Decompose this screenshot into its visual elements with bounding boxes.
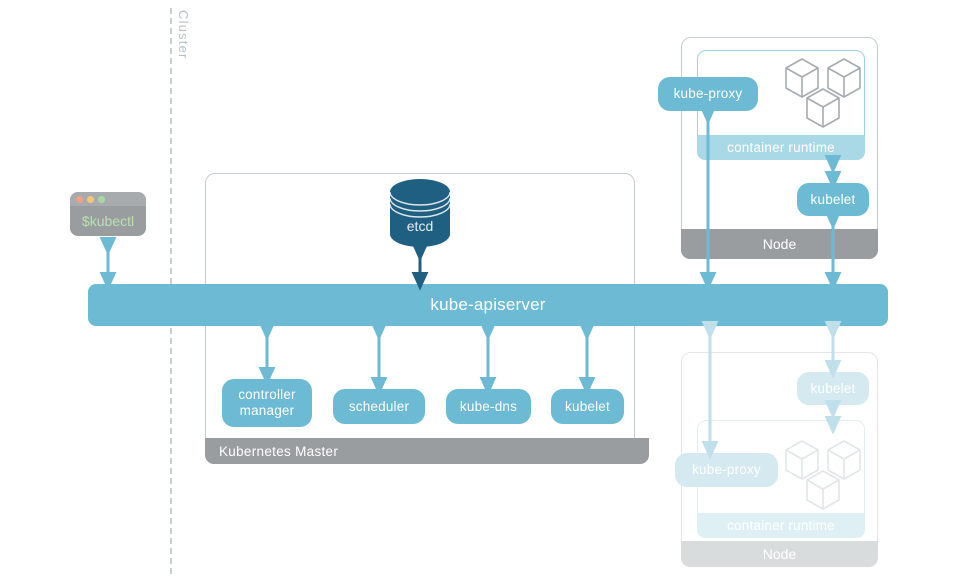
node-1-container-runtime-label: container runtime (697, 135, 865, 160)
node-1-kubelet[interactable]: kubelet (797, 183, 869, 216)
kube-apiserver-bar[interactable]: kube-apiserver (88, 284, 888, 326)
kube-dns-component[interactable]: kube-dns (446, 389, 531, 424)
scheduler-component[interactable]: scheduler (333, 389, 425, 424)
controller-manager-component[interactable]: controller manager (222, 379, 312, 427)
node-2-kubelet[interactable]: kubelet (797, 372, 869, 405)
node-2-label: Node (681, 541, 878, 567)
yellow-dot-icon (87, 195, 94, 203)
node-1-label: Node (681, 229, 878, 259)
kubelet-master-component[interactable]: kubelet (551, 389, 624, 424)
node-1-pods-group (782, 50, 868, 130)
pod-cubes-icon (785, 440, 861, 510)
node-2-kube-proxy[interactable]: kube-proxy (675, 453, 778, 487)
node-1-kube-proxy[interactable]: kube-proxy (658, 77, 758, 111)
node-2-container-runtime-label: container runtime (697, 513, 865, 538)
pod-cubes-icon (785, 58, 861, 128)
kubernetes-master-label: Kubernetes Master (205, 438, 649, 464)
kubectl-terminal: $kubectl (70, 192, 146, 236)
terminal-titlebar (70, 192, 146, 206)
etcd-datastore: etcd (388, 178, 452, 248)
etcd-cylinder-icon (389, 179, 451, 247)
green-dot-icon (98, 195, 105, 203)
red-dot-icon (76, 195, 83, 203)
kubectl-prompt-text: $kubectl (81, 213, 135, 229)
node-2-pods-group (782, 432, 868, 512)
cluster-label: Cluster (176, 10, 191, 60)
etcd-label: etcd (406, 218, 434, 234)
controller-manager-label: controller manager (238, 387, 296, 418)
